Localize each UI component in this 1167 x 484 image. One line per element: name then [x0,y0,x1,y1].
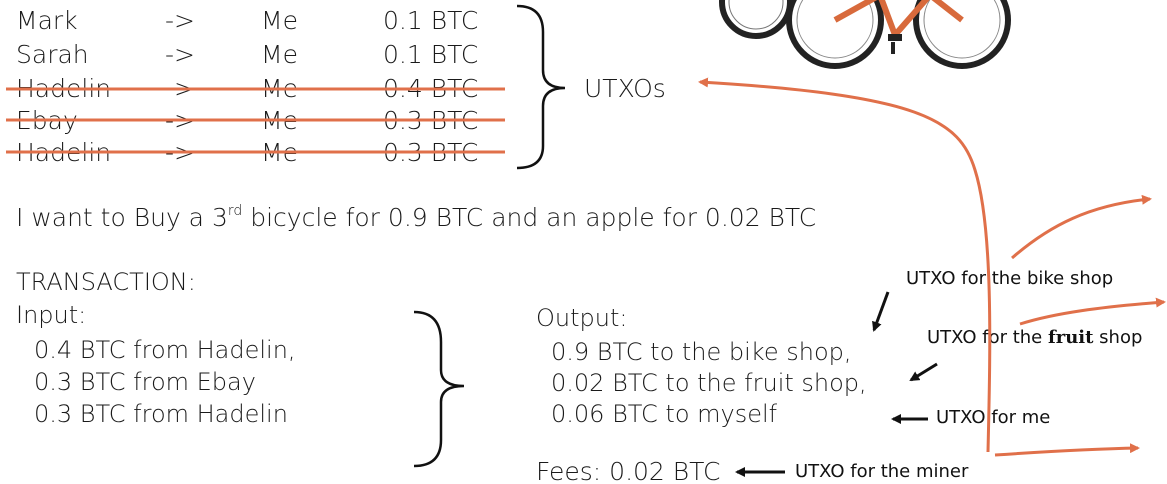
black-arrow-fruit [909,362,938,382]
annotation-me: UTXO for me [936,407,1051,428]
statement-sup: rd [227,203,243,219]
utxo-row-1-amount: 0.1 BTC [383,40,479,69]
utxo-row-1-arrow: -> [165,40,195,69]
purchase-statement: I want to Buy a 3rd bicycle for 0.9 BTC … [16,203,816,233]
fees-text: Fees: 0.02 BTC [536,457,721,484]
black-arrow-bike [872,291,890,332]
annotation-fruit-before: UTXO for the [927,327,1048,348]
utxo-row-4-amount: 0.3 BTC [383,138,479,167]
annotation-fruit-bold: fruit [1047,327,1094,348]
input-label: Input: [16,301,87,329]
arrow-to-bike-shop [1011,194,1152,260]
arrow-to-miner [994,443,1140,457]
statement-after: bicycle for 0.9 BTC and an apple for 0.0… [242,203,817,232]
annotation-fruit-after: shop [1093,327,1143,348]
utxo-row-3-from: Ebay [16,106,78,135]
bicycle-icon [719,0,1011,69]
utxo-row-2-amount: 0.4 BTC [383,74,479,103]
annotation-miner: UTXO for the miner [795,461,969,482]
utxo-row-3-arrow: -> [165,106,195,135]
utxo-row-0-from: Mark [16,6,78,35]
utxo-row-1-from: Sarah [16,40,89,69]
utxo-row-4-arrow: -> [165,138,195,167]
utxo-row-0-arrow: -> [165,6,195,35]
input-brace [413,310,465,468]
arrow-to-fruit-shop [1019,297,1166,326]
utxo-row-2-from: Hadelin [16,74,112,103]
annotation-fruit-shop: UTXO for the fruit shop [927,327,1142,349]
utxo-brace [516,4,566,170]
utxo-row-2-to: Me [261,74,298,103]
input-item-1: 0.3 BTC from Ebay [34,368,256,396]
output-item-2: 0.06 BTC to myself [551,400,778,428]
utxo-row-4-from: Hadelin [16,138,112,167]
output-item-1: 0.02 BTC to the fruit shop, [551,369,867,397]
output-item-0: 0.9 BTC to the bike shop, [551,338,852,366]
utxos-label: UTXOs [584,74,666,103]
statement-before: I want to Buy a 3 [16,203,228,232]
utxo-row-2-arrow: -> [165,74,195,103]
utxo-row-0-to: Me [261,6,298,35]
transaction-title: TRANSACTION: [16,268,196,296]
utxo-row-1-to: Me [261,40,298,69]
utxo-row-3-to: Me [261,106,298,135]
utxo-row-0-amount: 0.1 BTC [383,6,479,35]
output-label: Output: [536,304,628,332]
utxo-row-4-to: Me [261,138,298,167]
annotation-bike-shop: UTXO for the bike shop [906,268,1114,289]
utxo-row-3-amount: 0.3 BTC [383,106,479,135]
input-item-0: 0.4 BTC from Hadelin, [34,336,296,364]
input-item-2: 0.3 BTC from Hadelin [34,400,288,428]
